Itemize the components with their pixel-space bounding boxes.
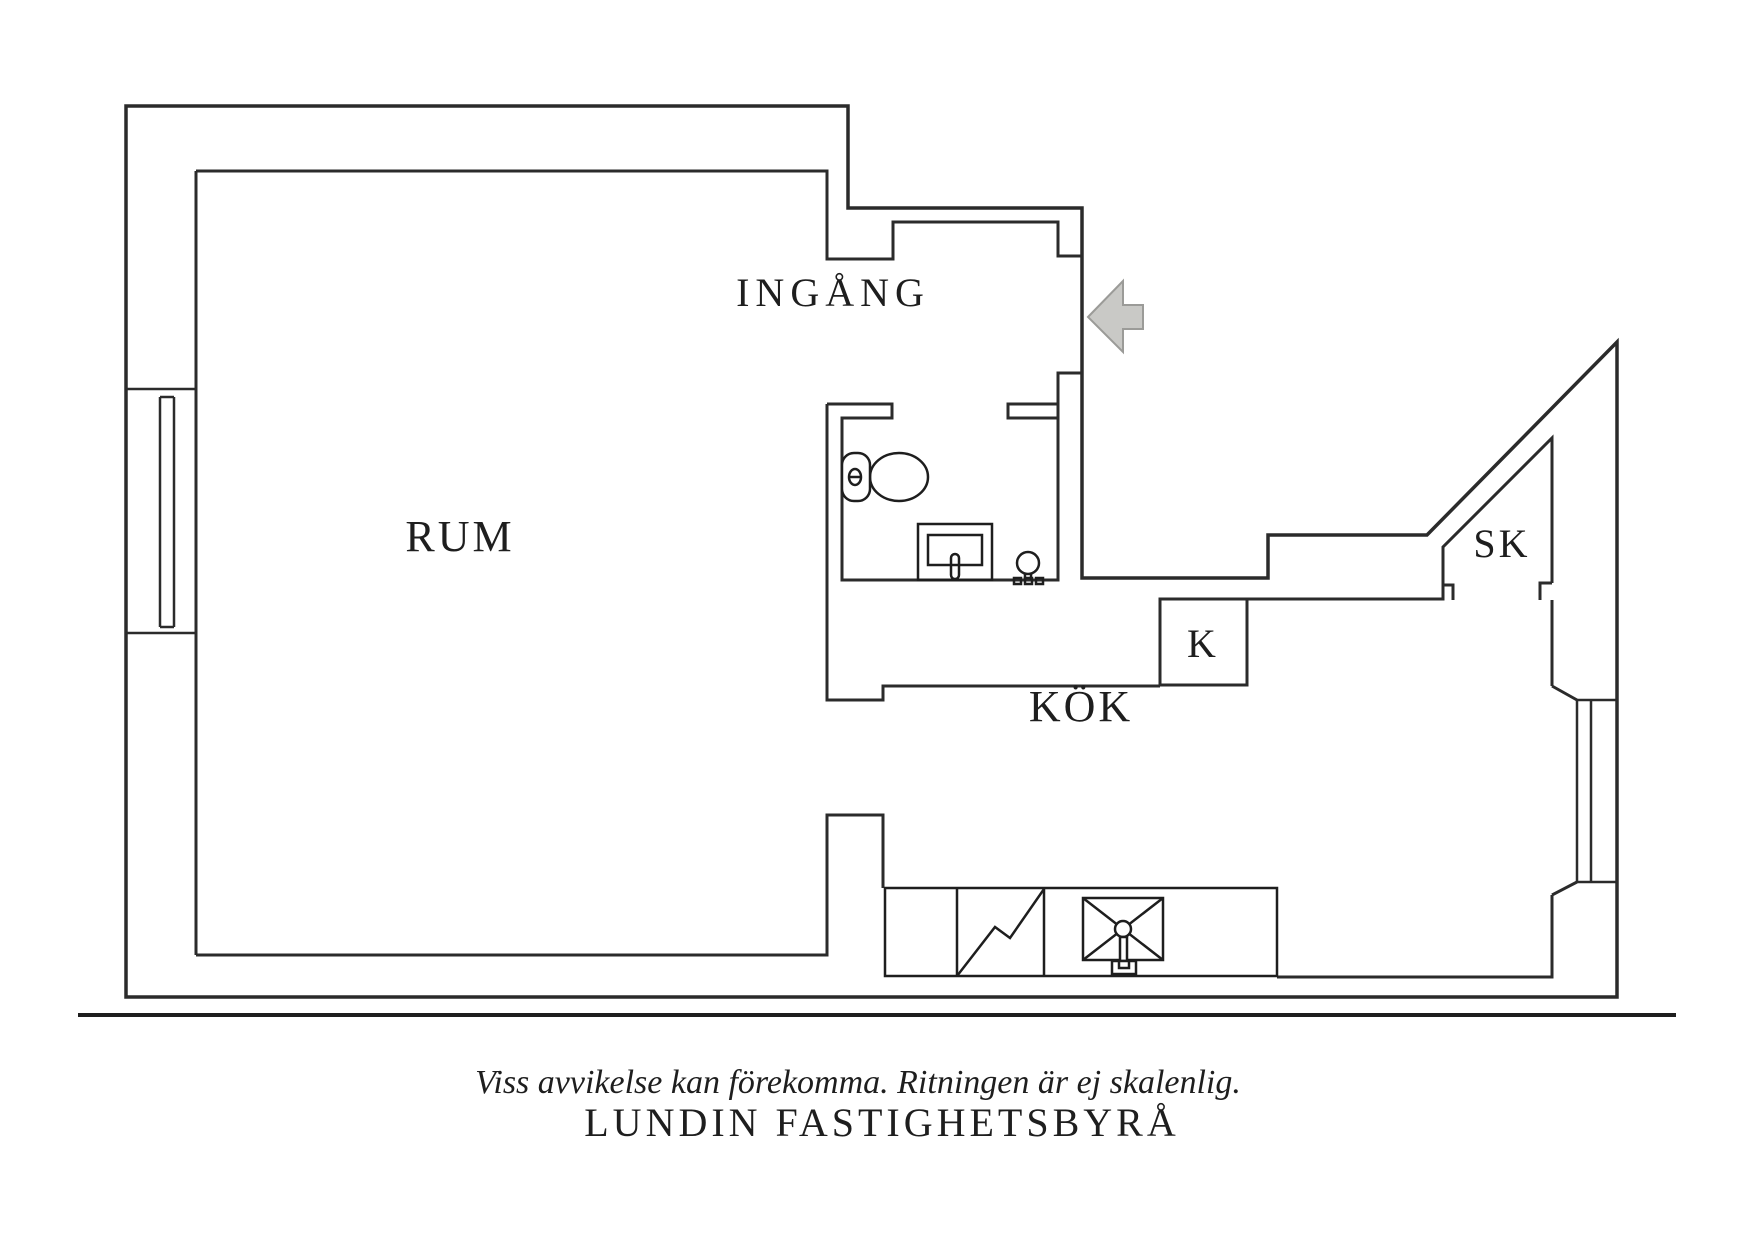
wall-bathroom: [827, 371, 1081, 582]
inner-walls: [194, 169, 1578, 979]
toilet: [840, 451, 930, 503]
footer-brand: LUNDIN FASTIGHETSBYRÅ: [584, 1100, 1179, 1145]
room-label-rum: RUM: [405, 512, 514, 561]
outer-wall: [124, 104, 1619, 999]
window-left: [126, 387, 196, 635]
wall-rum-south-pillar: [196, 813, 885, 957]
kitchen-counter: [883, 886, 1279, 978]
bathroom-floor-fixture: [1012, 550, 1045, 586]
wall-sk-inner: [1441, 434, 1554, 585]
wall-kok-east: [1277, 600, 1578, 979]
stove: [956, 888, 1046, 977]
wall-kok-north-west: [825, 404, 1160, 702]
wall-sk-door-jamb: [1538, 581, 1552, 600]
wall-bathroom-door-stub: [1006, 402, 1058, 420]
room-label-kok: KÖK: [1029, 682, 1133, 731]
room-label-sk: SK: [1473, 521, 1530, 566]
wall-kok-north-east: [1247, 583, 1455, 601]
footer-disclaimer: Viss avvikelse kan förekomma. Ritningen …: [475, 1064, 1241, 1101]
bathroom-sink: [916, 522, 994, 582]
window-right: [1575, 698, 1617, 884]
kitchen-sink-faucet: [1118, 935, 1129, 965]
room-label-ingang: INGÅNG: [736, 270, 930, 315]
entrance-arrow-icon: [1086, 278, 1144, 355]
wall-rum-hall-north: [196, 169, 1081, 261]
toilet-bowl: [868, 451, 930, 503]
room-label-k: K: [1187, 621, 1219, 666]
kitchen-sink: [1081, 896, 1165, 976]
bathroom-sink-faucet: [949, 552, 961, 581]
